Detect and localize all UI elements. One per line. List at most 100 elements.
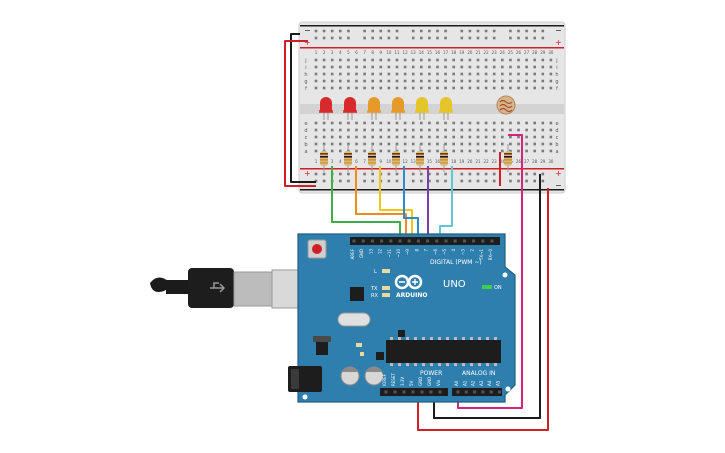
- ic-pin: [454, 337, 457, 340]
- rail-hole: [347, 172, 350, 176]
- hole: [509, 86, 512, 90]
- smd-part-2: [360, 352, 364, 356]
- hole: [517, 121, 520, 125]
- rail-hole: [428, 172, 431, 176]
- column-number: 11: [394, 50, 400, 55]
- crystal: [337, 312, 371, 327]
- hole: [541, 72, 545, 76]
- hole: [460, 142, 464, 146]
- rail-line-top-minus: [300, 25, 564, 27]
- resistor-band: [344, 156, 352, 158]
- photoresistor[interactable]: [496, 95, 516, 115]
- hole: [371, 72, 374, 76]
- hole: [541, 58, 545, 62]
- column-number: 6: [355, 159, 358, 164]
- row-letter: c: [305, 135, 308, 141]
- hole: [501, 86, 504, 90]
- hole: [549, 149, 553, 153]
- reset-button-cap[interactable]: [312, 244, 322, 254]
- rail-hole: [468, 172, 472, 176]
- column-number: 18: [451, 50, 457, 55]
- column-number: 23: [492, 50, 498, 55]
- rail-hole: [339, 172, 342, 176]
- rail-hole: [330, 29, 334, 33]
- resistor[interactable]: [440, 144, 448, 172]
- rail-hole: [411, 179, 415, 183]
- rail-hole: [347, 29, 350, 33]
- hole: [476, 79, 480, 83]
- digital-pin-socket: [389, 239, 393, 243]
- led-yellow-2[interactable]: [439, 97, 453, 120]
- column-number: 8: [371, 50, 374, 55]
- digital-pin-label: ~11: [387, 249, 392, 258]
- rail-hole: [525, 179, 528, 183]
- column-number: 12: [403, 50, 409, 55]
- column-number: 24: [500, 159, 506, 164]
- hole: [330, 128, 334, 132]
- column-number: 4: [339, 50, 342, 55]
- hole: [492, 86, 496, 90]
- l-led: [382, 269, 390, 273]
- resistor[interactable]: [320, 144, 328, 172]
- hole: [428, 65, 431, 69]
- hole: [509, 149, 512, 153]
- hole: [387, 72, 391, 76]
- hole: [347, 121, 350, 125]
- rail-line-top-plus: [300, 47, 564, 49]
- led-body: [344, 97, 356, 112]
- hole: [549, 128, 553, 132]
- voltage-regulator: [316, 341, 328, 355]
- wire-cyan: [439, 166, 453, 240]
- arduino-brand: ARDUINO: [396, 292, 427, 299]
- hole: [452, 121, 455, 125]
- rail-hole: [428, 29, 431, 33]
- resistor[interactable]: [504, 144, 512, 172]
- power-pin-socket: [429, 390, 433, 394]
- voltage-regulator-tab: [313, 336, 331, 342]
- led-orange-2[interactable]: [391, 97, 405, 120]
- led-yellow-1[interactable]: [415, 97, 429, 120]
- led-body: [392, 97, 404, 112]
- column-number: 18: [451, 159, 457, 164]
- hole: [355, 135, 358, 139]
- hole: [525, 58, 528, 62]
- row-letter: b: [304, 142, 307, 148]
- hole: [363, 121, 366, 125]
- rail-hole: [363, 29, 366, 33]
- hole: [314, 86, 318, 90]
- rail-hole: [509, 29, 512, 33]
- rail-plus-label-bottom: +: [304, 169, 311, 178]
- resistor[interactable]: [368, 144, 376, 172]
- rail-hole: [436, 179, 439, 183]
- column-number: 29: [540, 50, 546, 55]
- hole: [525, 149, 528, 153]
- ic-pin: [494, 363, 497, 366]
- digital-pin-label: GND: [359, 249, 364, 258]
- rail-hole: [468, 29, 472, 33]
- hole: [363, 86, 366, 90]
- hole: [492, 135, 496, 139]
- hole: [468, 142, 472, 146]
- analog-header: [452, 388, 502, 396]
- led-rim: [415, 110, 429, 113]
- rail-hole: [371, 172, 374, 176]
- led-red-2[interactable]: [343, 97, 357, 120]
- hole: [533, 65, 536, 69]
- resistor[interactable]: [344, 144, 352, 172]
- led-red-1[interactable]: [319, 97, 333, 120]
- hole: [444, 149, 447, 153]
- hole: [339, 142, 342, 146]
- hole: [468, 149, 472, 153]
- hole: [468, 79, 472, 83]
- hole: [444, 128, 447, 132]
- hole: [355, 58, 358, 62]
- wire-blue: [403, 166, 419, 240]
- resistor[interactable]: [416, 144, 424, 172]
- column-number: 14: [419, 50, 425, 55]
- resistor[interactable]: [392, 144, 400, 172]
- power-pin-label: IOREF: [382, 373, 387, 386]
- column-number: 12: [403, 159, 409, 164]
- hole: [492, 142, 496, 146]
- row-letter: f: [556, 86, 558, 92]
- led-orange-1[interactable]: [367, 97, 381, 120]
